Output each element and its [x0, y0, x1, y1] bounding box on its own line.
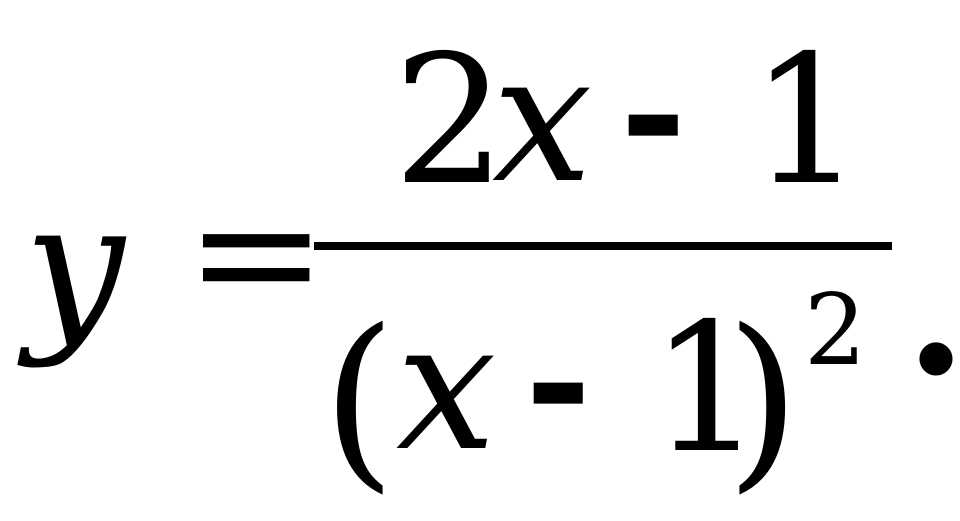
numerator-coefficient: 2	[393, 17, 507, 224]
denominator-close-paren: )	[726, 289, 801, 510]
denominator-constant: 1	[650, 285, 764, 492]
denominator-variable: x	[396, 283, 497, 490]
numerator-variable: x	[492, 15, 593, 222]
equals-sign: =	[185, 154, 328, 352]
denominator-exponent: 2	[804, 274, 867, 388]
numerator-operator: -	[620, 18, 687, 206]
numerator-constant: 1	[750, 17, 864, 224]
denominator-operator: -	[525, 286, 592, 474]
denominator-open-paren: (	[322, 289, 397, 510]
terminating-period: .	[905, 222, 960, 400]
fraction-bar	[314, 242, 892, 250]
lhs-variable: y	[24, 163, 125, 370]
